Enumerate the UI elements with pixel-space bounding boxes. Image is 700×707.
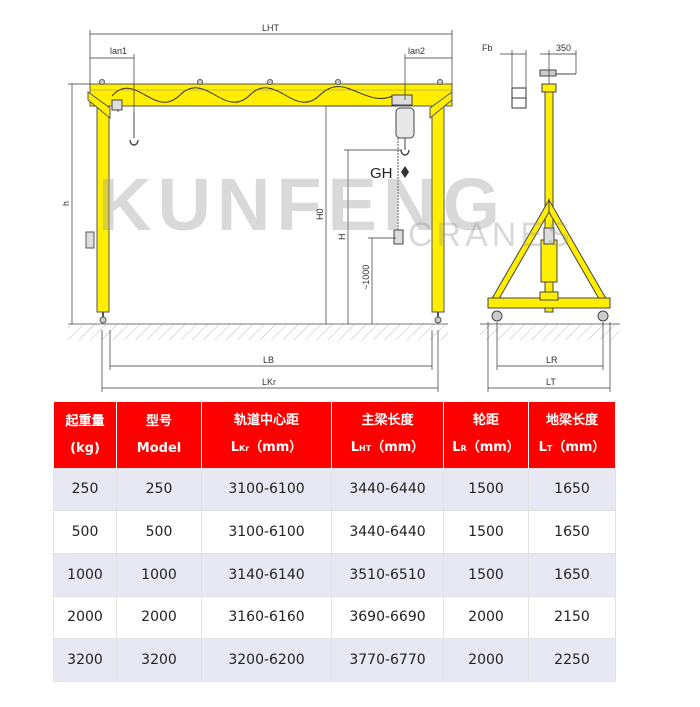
cell-model: 1000	[116, 552, 202, 597]
cell-model: 2000	[116, 595, 202, 640]
main-beam	[89, 79, 453, 107]
cell-model: 3200	[116, 638, 202, 682]
cell-capacity: 2000	[53, 595, 117, 640]
gh-arrow-icon	[401, 166, 409, 178]
header-ground-beam-length: 地梁长度 LT（mm）	[528, 402, 616, 468]
label-lan1: lan1	[110, 46, 127, 56]
cell-track-distance: 3160-6160	[201, 595, 332, 640]
cell-beam-length: 3510-6510	[331, 552, 444, 597]
table-row: 250 250 3100-6100 3440-6440 1500 1650	[53, 467, 616, 512]
label-h: h	[61, 201, 71, 206]
cell-track-distance: 3140-6140	[201, 552, 332, 597]
table-row: 3200 3200 3200-6200 3770-6770 2000 2250	[53, 638, 616, 682]
label-ground-clear: ~1000	[361, 265, 371, 290]
watermark-sub: CRANES	[408, 216, 574, 254]
label-h0: H0	[315, 208, 325, 220]
ground	[68, 323, 620, 340]
gantry-crane-drawing: KUNFENG CRANES LHT lan1 lan2 h H0 H ~100…	[61, 23, 620, 392]
label-lht: LHT	[262, 23, 280, 33]
watermark-brand: KUNFENG	[98, 163, 506, 246]
table-header-row: 起重量 (kg) 型号 Model 轨道中心距 LKr（mm） 主梁长度 LHT…	[53, 402, 616, 468]
left-leg	[85, 91, 111, 324]
hoist	[111, 94, 415, 245]
table-row: 2000 2000 3160-6160 3690-6690 2000 2150	[53, 595, 616, 640]
label-big-h: H	[337, 234, 347, 241]
side-view-frame	[487, 69, 611, 322]
label-fb: Fb	[482, 43, 493, 53]
cell-wheelbase: 2000	[443, 595, 529, 640]
cell-wheelbase: 2000	[443, 638, 529, 682]
cell-beam-length: 3440-6440	[331, 510, 444, 554]
cell-capacity: 500	[53, 510, 117, 554]
cell-capacity: 250	[53, 467, 117, 512]
cell-wheelbase: 1500	[443, 510, 529, 554]
cell-capacity: 1000	[53, 552, 117, 597]
cell-ground-beam-length: 1650	[528, 467, 616, 512]
table-row: 500 500 3100-6100 3440-6440 1500 1650	[53, 510, 616, 554]
label-lr: LR	[546, 355, 558, 365]
cell-track-distance: 3200-6200	[201, 638, 332, 682]
cell-beam-length: 3770-6770	[331, 638, 444, 682]
cell-beam-length: 3690-6690	[331, 595, 444, 640]
cell-ground-beam-length: 1650	[528, 510, 616, 554]
cell-model: 250	[116, 467, 202, 512]
cell-capacity: 3200	[53, 638, 117, 682]
label-lkr: LKr	[262, 377, 276, 387]
label-gh: GH	[370, 165, 393, 182]
spec-table: 起重量 (kg) 型号 Model 轨道中心距 LKr（mm） 主梁长度 LHT…	[53, 402, 616, 682]
header-capacity: 起重量 (kg)	[53, 402, 117, 468]
label-lb: LB	[263, 355, 274, 365]
table-row: 1000 1000 3140-6140 3510-6510 1500 1650	[53, 552, 616, 597]
header-track-distance: 轨道中心距 LKr（mm）	[201, 402, 332, 468]
header-model: 型号 Model	[116, 402, 202, 468]
header-beam-length: 主梁长度 LHT（mm）	[331, 402, 444, 468]
cell-ground-beam-length: 1650	[528, 552, 616, 597]
cell-beam-length: 3440-6440	[331, 467, 444, 512]
cell-wheelbase: 1500	[443, 552, 529, 597]
label-lan2: lan2	[408, 46, 425, 56]
label-lt: LT	[546, 377, 556, 387]
header-wheelbase: 轮距 LR（mm）	[443, 402, 529, 468]
cell-model: 500	[116, 510, 202, 554]
cell-track-distance: 3100-6100	[201, 467, 332, 512]
right-leg	[429, 91, 453, 324]
dimension-lines	[68, 30, 611, 392]
cell-ground-beam-length: 2150	[528, 595, 616, 640]
cell-track-distance: 3100-6100	[201, 510, 332, 554]
cell-wheelbase: 1500	[443, 467, 529, 512]
cell-ground-beam-length: 2250	[528, 638, 616, 682]
label-350: 350	[556, 43, 571, 53]
